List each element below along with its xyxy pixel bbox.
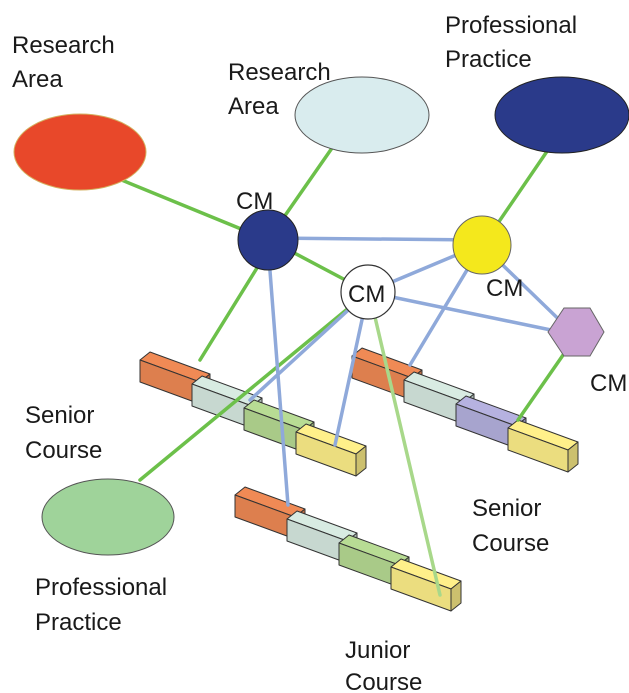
label-professional-practice-bottom-l2: Practice <box>35 609 122 636</box>
label-junior-course-l2: Course <box>345 669 422 693</box>
label-cm-white: CM <box>348 281 385 308</box>
label-cm-purple: CM <box>590 370 627 397</box>
label-research-area-2-l1: Research <box>228 59 331 86</box>
professional-practice-navy-node <box>494 76 629 154</box>
edge-cmnavy-cmyellow <box>266 236 484 242</box>
label-senior-course-left-l1: Senior <box>25 402 94 429</box>
edge-cmnavy-seniorleft <box>198 253 267 362</box>
senior-left-block-4 <box>295 423 367 477</box>
senior-course-right-blocks <box>351 347 579 473</box>
professional-practice-green-node <box>41 478 175 556</box>
junior-block-4-end <box>450 580 462 612</box>
research-area-red-node <box>13 113 147 191</box>
label-cm-navy: CM <box>236 188 273 215</box>
junior-block-4 <box>390 558 462 612</box>
senior-right-block-4 <box>507 419 579 473</box>
cm-purple-node <box>547 307 605 357</box>
edge-cmwhite-cmpurple <box>366 290 577 337</box>
label-cm-yellow: CM <box>486 275 523 302</box>
label-junior-course-l1: Junior <box>345 637 410 664</box>
junior-course-blocks <box>234 486 462 612</box>
label-senior-course-right-l1: Senior <box>472 495 541 522</box>
senior-course-left-blocks <box>139 351 367 477</box>
edge-cmwhite-profpractice-bottom <box>138 290 370 482</box>
cm-white-node <box>340 264 396 320</box>
label-research-area-2-l2: Area <box>228 93 279 120</box>
label-senior-course-left-l2: Course <box>25 437 102 464</box>
edge-cmwhite-junior <box>369 298 442 597</box>
label-professional-practice-bottom-l1: Professional <box>35 574 167 601</box>
senior-left-block-4-end <box>355 445 367 477</box>
senior-right-block-4-end <box>567 441 579 473</box>
edge-cmpurple-seniorright <box>516 343 572 422</box>
cm-yellow-node <box>452 215 512 275</box>
label-research-area-1-l2: Area <box>12 66 63 93</box>
label-research-area-1-l1: Research <box>12 32 115 59</box>
cm-navy-node <box>237 209 299 271</box>
label-senior-course-right-l2: Course <box>472 530 549 557</box>
label-professional-practice-top-l1: Professional <box>445 12 577 39</box>
label-professional-practice-top-l2: Practice <box>445 46 532 73</box>
research-area-pale-node <box>294 76 430 154</box>
